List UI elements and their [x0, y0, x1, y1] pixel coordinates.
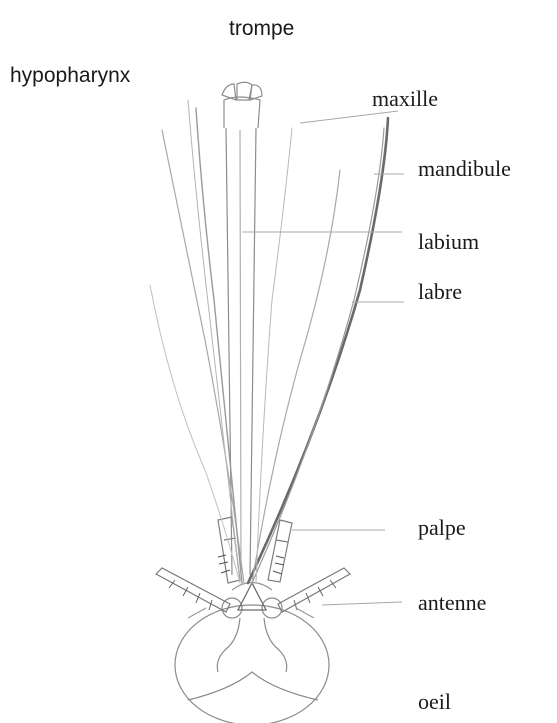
palpe-structures [218, 517, 292, 583]
stylets [150, 100, 388, 583]
label-palpe: palpe [418, 517, 466, 539]
label-oeil: oeil [418, 691, 451, 713]
label-labre: labre [418, 281, 462, 303]
head-capsule [175, 598, 329, 723]
label-trompe: trompe [229, 18, 294, 39]
label-antenne: antenne [418, 592, 486, 614]
label-maxille: maxille [372, 88, 438, 110]
label-labium: labium [418, 231, 479, 253]
label-hypopharynx: hypopharynx [10, 65, 130, 86]
label-mandibule: mandibule [418, 158, 511, 180]
trompe-structure [222, 82, 262, 575]
